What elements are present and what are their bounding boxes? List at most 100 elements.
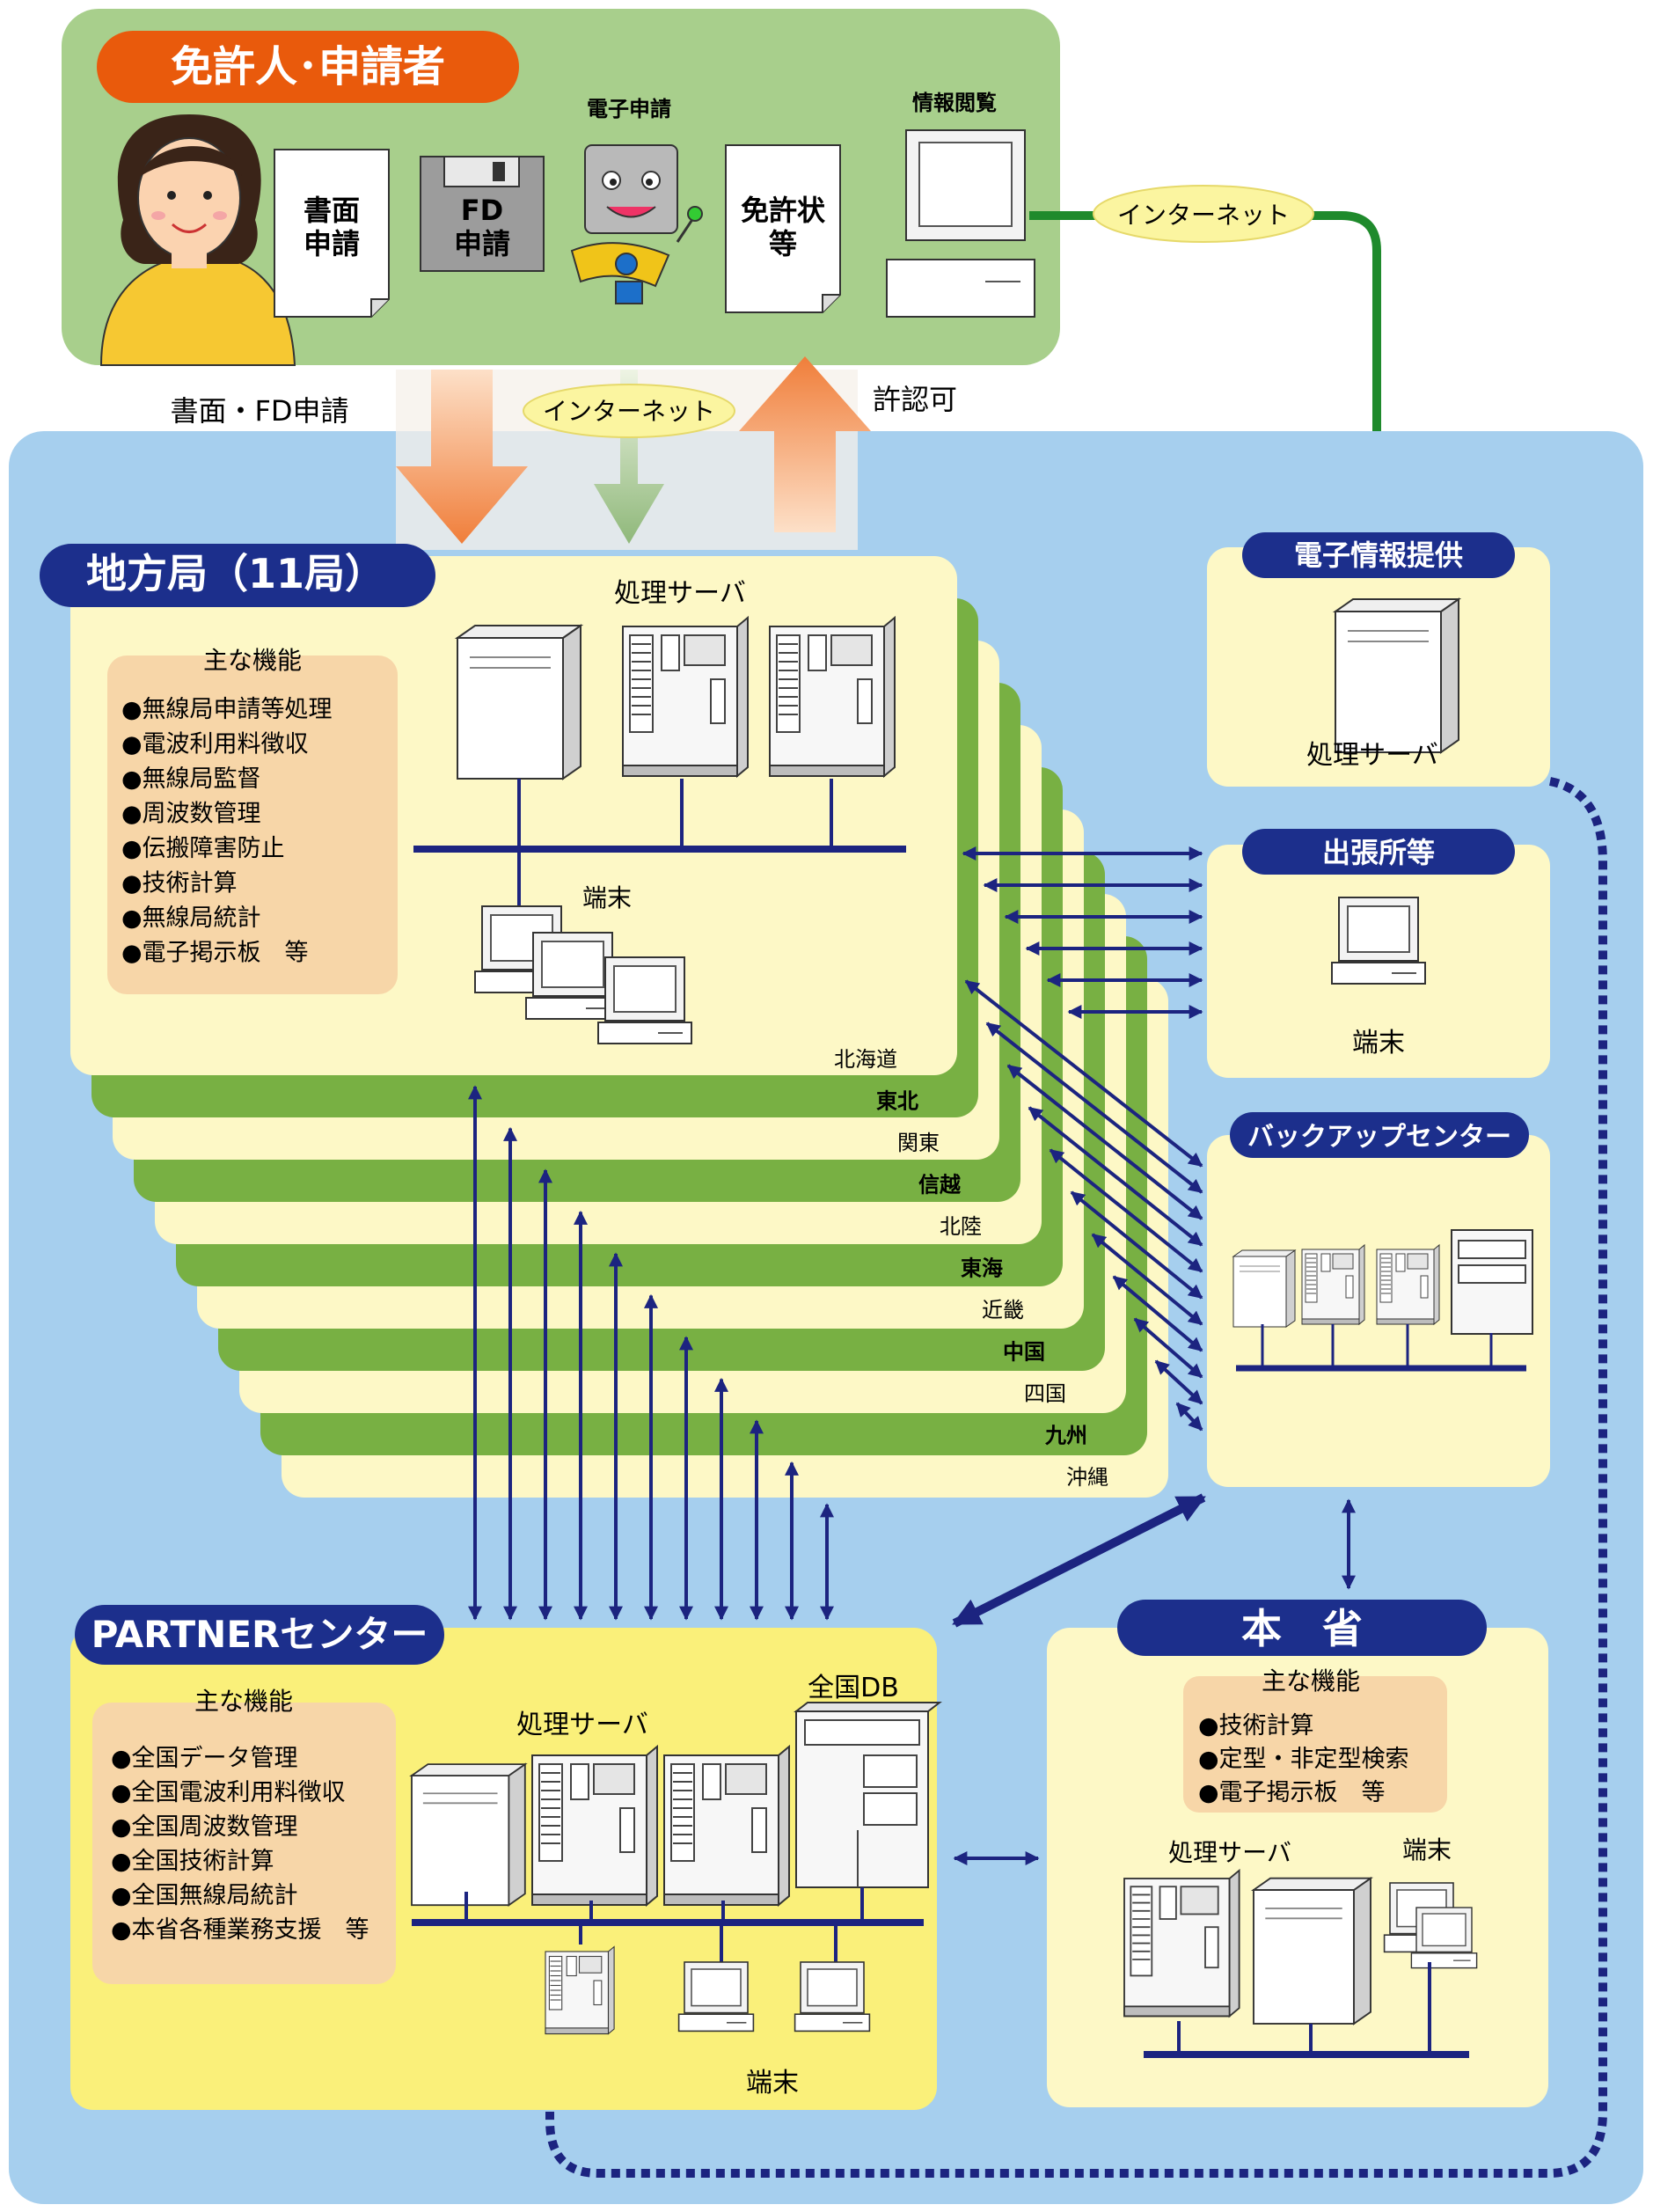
bureau-label: 中国 [1003,1340,1045,1365]
regional-functions-title: 主な機能 [203,646,302,675]
paper-fd-down-arrow [396,370,528,544]
bureau-label: 四国 [1024,1381,1066,1406]
einfo-title: 電子情報提供 [1294,538,1463,572]
regional-function-item: ●無線局監督 [121,765,261,793]
regional-function-item: ●伝搬障害防止 [121,835,285,862]
partner-functions-box [92,1703,396,1984]
bureau-label: 北陸 [940,1214,982,1239]
regional-functions-box [107,656,398,994]
internet-line [1029,211,1381,550]
ministry-functions-title: 主な機能 [1262,1666,1360,1696]
connection-arrows [468,846,1203,1621]
partner-function-item: ●全国データ管理 [111,1745,298,1772]
applicant-title-badge [97,31,519,103]
branch-title-badge [1242,829,1515,875]
partner-terminal-rack [545,1945,615,2035]
license-label-2: 等 [769,227,797,260]
partner-function-item: ●全国周波数管理 [111,1813,298,1841]
bureau-label: 近畿 [982,1298,1024,1322]
regional-server-label: 処理サーバ [614,578,746,609]
partner-function-item: ●全国電波利用料徴収 [111,1779,346,1806]
ministry-title: 本 省 [1241,1605,1363,1652]
backup-server-2 [1301,1244,1365,1325]
electronic-application-label: 電子申請 [587,97,671,121]
license-label-1: 免許状 [741,194,826,227]
einfo-title-badge [1242,532,1515,578]
paper-application-label-1: 書面 [304,194,360,227]
einfo-server-label: 処理サーバ [1306,740,1438,771]
applicant-title: 免許人･申請者 [171,42,445,92]
branch-terminal-icon [1331,897,1426,985]
bureau-label: 関東 [897,1131,940,1155]
ministry-server-rack [1123,1869,1240,2018]
ministry-functions-box [1183,1676,1447,1813]
regional-terminal-3 [597,956,692,1044]
internet-label-top: インターネット [1117,201,1290,230]
regional-server-rack-2 [769,617,896,777]
backup-server-3 [1376,1244,1440,1325]
internet-cloud-top [1093,185,1314,243]
regional-function-item: ●周波数管理 [121,801,261,828]
ministry-server-label: 処理サーバ [1168,1838,1291,1867]
backup-title-badge [1230,1112,1529,1158]
approval-up-arrow [739,356,871,532]
partner-functions-title: 主な機能 [194,1687,293,1716]
floppy-disk-icon [420,156,545,272]
partner-title: PARTNERセンター [91,1613,428,1656]
regional-server-tower [457,625,581,780]
partner-server-rack-2 [663,1746,790,1906]
partner-function-item: ●全国技術計算 [111,1848,274,1875]
partner-server-tower [411,1763,526,1907]
partner-server-label: 処理サーバ [516,1710,648,1740]
bureau-label: 北海道 [834,1047,897,1072]
partner-terminal-2 [794,1961,871,2033]
regional-server-rack-1 [622,617,749,777]
ministry-function-item: ●技術計算 [1198,1712,1314,1740]
fd-label-2: 申請 [454,227,510,260]
paper-application-label-2: 申請 [304,227,360,260]
bureau-backup-arrow [1154,1359,1203,1405]
bureau-backup-arrow [1175,1402,1203,1432]
partner-db-cabinet [794,1702,942,1888]
bureau-label: 信越 [918,1173,962,1198]
info-view-label: 情報閲覧 [912,91,997,115]
branch-title: 出張所等 [1322,836,1435,869]
regional-terminal-label: 端末 [582,883,632,912]
dedicated-network-loop [545,777,1607,2178]
regional-function-item: ●無線局申請等処理 [121,696,333,723]
partner-terminal-1 [677,1961,755,2033]
backup-db-cabinet [1451,1229,1533,1335]
partner-function-item: ●本省各種業務支援 等 [111,1916,369,1944]
partner-db-label: 全国DB [808,1673,899,1703]
regional-function-item: ●技術計算 [121,870,238,897]
backup-server-1 [1232,1249,1296,1328]
info-view-computer-icon [886,129,1035,318]
approval-flow-label: 許認可 [873,383,957,416]
branch-terminal-label: 端末 [1352,1028,1405,1058]
paper-fd-flow-label: 書面・FD申請 [170,394,348,428]
regional-function-item: ●電波利用料徴収 [121,731,309,758]
internet-down-arrow [594,370,664,544]
internet-cloud-mid [523,384,735,438]
partner-backup-arrow [952,1493,1206,1628]
bureau-label: 東海 [961,1256,1003,1281]
fd-label-1: FD [461,194,503,227]
partner-terminal-label: 端末 [746,2068,799,2098]
regional-title-badge [40,544,435,607]
regional-function-item: ●無線局統計 [121,905,261,932]
regional-title: 地方局（11局） [86,550,385,597]
backup-title: バックアップセンター [1247,1122,1511,1153]
ministry-terminal-2 [1410,1907,1478,1969]
bureau-label: 沖縄 [1066,1465,1108,1490]
ministry-terminal-label: 端末 [1402,1835,1452,1864]
bureau-label: 東北 [876,1089,918,1114]
ministry-function-item: ●電子掲示板 等 [1198,1779,1386,1806]
internet-label-mid: インターネット [543,397,715,426]
partner-function-item: ●全国無線局統計 [111,1882,298,1909]
partner-server-rack-1 [531,1746,658,1906]
ministry-server-tower [1253,1877,1371,2025]
mascot-icon [570,144,703,304]
person-icon [99,114,296,366]
bureau-label: 九州 [1044,1424,1087,1448]
